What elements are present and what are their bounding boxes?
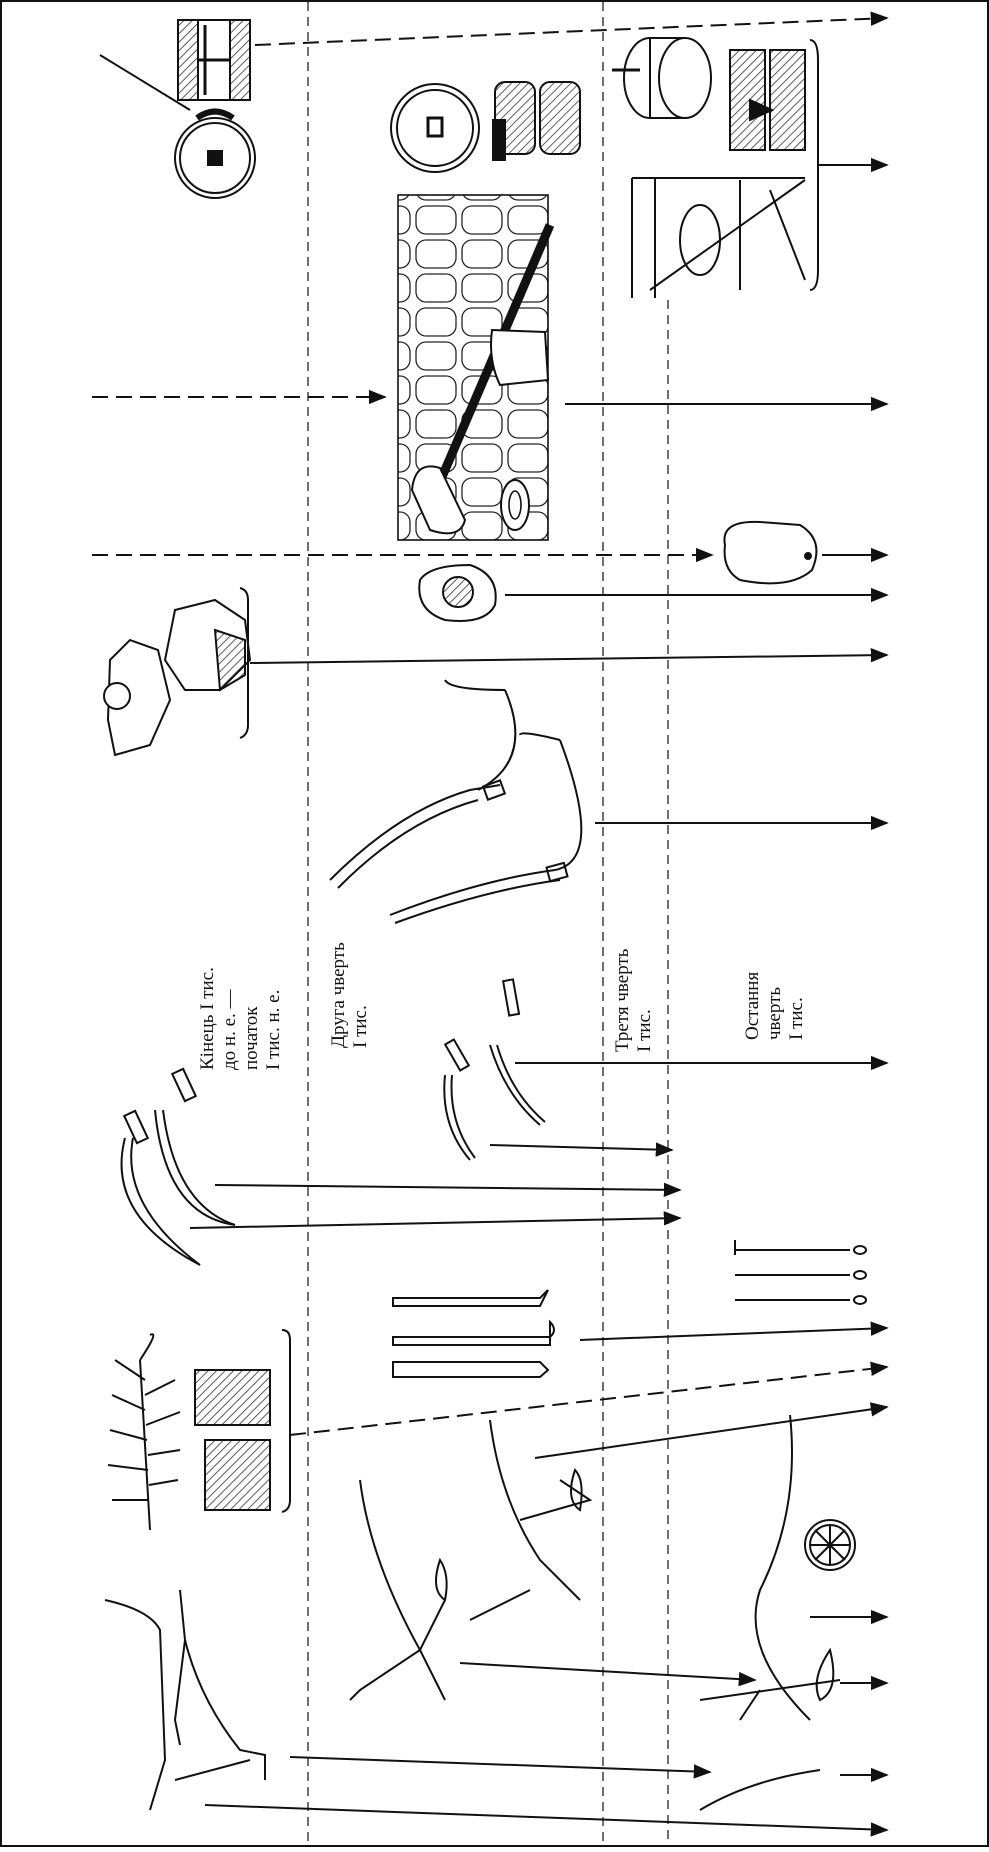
arrow-ard-bottom [205, 1805, 887, 1830]
period-label-2-line-1: Друга чверть [328, 942, 350, 1048]
millstone-icon [100, 20, 255, 198]
period-label-3-line-2: I тис. [634, 949, 656, 1052]
arrow-ard [290, 1757, 710, 1772]
period-label-4-line-3: I тис. [786, 972, 808, 1040]
period-label-1-line-2: до н. е. — [219, 967, 241, 1070]
stone-mortar-icon [419, 565, 495, 621]
arrow-grinding-stones [250, 655, 887, 663]
arrow-sickle-3 [490, 1145, 672, 1150]
grain-grinder-icon [398, 195, 550, 540]
period-label-1-line-3: початок [241, 967, 263, 1070]
period-label-2: Друга чверть I тис. [328, 942, 372, 1048]
period-label-3-line-1: Третя чверть [612, 949, 634, 1052]
arrow-harrow-teeth [580, 1328, 887, 1340]
scythe-icon [330, 680, 581, 923]
harrow-teeth-icon [393, 1240, 866, 1377]
rotary-quern-icon [391, 82, 580, 172]
period-label-1: Кінець I тис. до н. е. — початок I тис. … [197, 967, 285, 1070]
arrow-millstone [255, 18, 887, 45]
period-label-4-line-2: чверть [764, 972, 786, 1040]
arrow-plough-1 [460, 1663, 755, 1680]
plough-icon [105, 1420, 590, 1810]
millstone-with-frame-icon [612, 38, 830, 298]
period-label-2-line-2: I тис. [350, 942, 372, 1048]
period-label-4-line-1: Остання [742, 972, 764, 1040]
period-label-1-line-4: I тис. н. е. [263, 967, 285, 1070]
period-label-3: Третя чверть I тис. [612, 949, 656, 1052]
grinding-stones-icon [104, 588, 250, 755]
arrow-sickle-1 [215, 1185, 680, 1190]
wheeled-plough-icon [700, 1415, 855, 1810]
harrow-icon [108, 1330, 290, 1530]
arrow-plough-2 [535, 1407, 887, 1458]
period-label-4: Остання чверть I тис. [742, 972, 808, 1040]
pestle-icon [724, 522, 816, 583]
arrow-sickle-2 [190, 1218, 680, 1228]
arrow-harrow [290, 1367, 887, 1435]
period-label-1-line-1: Кінець I тис. [197, 967, 219, 1070]
